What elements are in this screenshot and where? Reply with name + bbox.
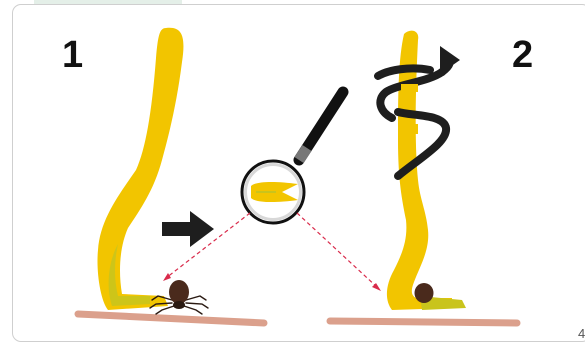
right-skin-line: [330, 321, 517, 323]
magnifying-glass-icon: [242, 92, 343, 223]
magnifier-pointer-arrowheads: [163, 273, 381, 291]
step-number-1: 1: [62, 34, 83, 76]
right-tick-icon: [415, 283, 434, 303]
left-skin-line: [78, 314, 264, 323]
step-number-2: 2: [512, 34, 533, 76]
right-arrow-icon: [162, 211, 214, 247]
page-number: 4: [578, 326, 585, 341]
left-tick-removal-tool: [97, 28, 183, 310]
